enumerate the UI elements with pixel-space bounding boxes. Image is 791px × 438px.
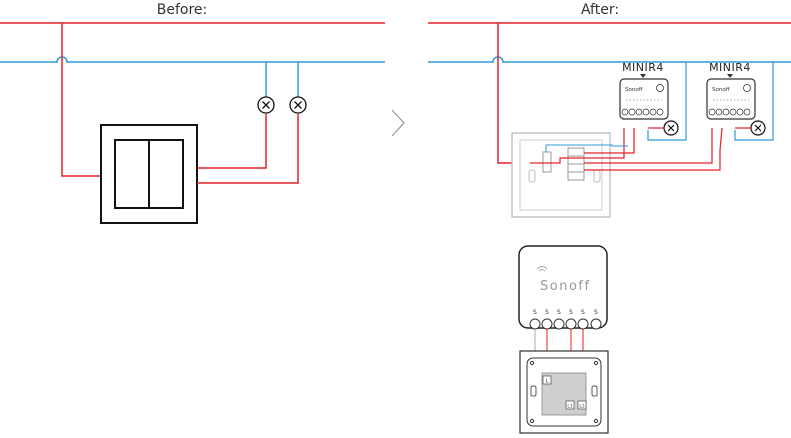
neutral-module-2 — [734, 62, 774, 141]
module-label: MINIR4 — [622, 61, 664, 74]
double-switch — [100, 124, 198, 224]
switch-terminal-label: L2 — [579, 404, 585, 410]
terminal-label: S — [533, 309, 537, 316]
before-panel: Before: — [0, 2, 385, 224]
large-device: Sonoff S S S S S S — [518, 245, 608, 330]
s1-to-module-2 — [584, 127, 723, 171]
lamp-icon — [289, 96, 307, 114]
switch-plate: L L1 L2 — [519, 350, 609, 434]
lamp-icon — [257, 96, 275, 114]
minir4-module-2: MINIR4 Sonoff — [706, 61, 756, 120]
device-brand: Sonoff — [540, 279, 591, 294]
load-wire-1 — [197, 114, 267, 169]
switch-back-box — [511, 132, 611, 218]
module-brand: Sonoff — [712, 87, 730, 93]
live-drop-before — [61, 23, 101, 177]
module-brand: Sonoff — [625, 87, 643, 93]
terminal-label: S — [557, 309, 561, 316]
minir4-module-1: MINIR4 Sonoff — [619, 61, 669, 120]
lamp-icon — [750, 120, 766, 136]
terminal-label: S — [545, 309, 549, 316]
terminal-label: S — [569, 309, 573, 316]
live-to-module-1 — [530, 128, 625, 164]
chevron-right-icon — [391, 109, 405, 137]
wifi-icon — [536, 266, 548, 272]
after-panel: After: MINIR4 So — [428, 2, 791, 434]
load-wire-2 — [197, 114, 299, 184]
after-title: After: — [581, 2, 619, 18]
switch-feed-blue — [545, 144, 628, 152]
lamp-icon — [663, 120, 679, 136]
switch-terminal-label: L — [546, 379, 549, 385]
triangle-down-icon — [640, 74, 646, 78]
terminal-label: S — [581, 309, 585, 316]
s1-to-module-1 — [584, 128, 635, 154]
neutral-module-1 — [647, 62, 687, 141]
terminal-label: S — [594, 309, 598, 316]
live-to-module-2 — [584, 128, 713, 164]
switch-terminal-label: L1 — [567, 404, 573, 410]
before-title: Before: — [157, 2, 208, 18]
triangle-down-icon — [727, 74, 733, 78]
module-label: MINIR4 — [709, 61, 751, 74]
neutral-bus-before — [0, 56, 385, 63]
